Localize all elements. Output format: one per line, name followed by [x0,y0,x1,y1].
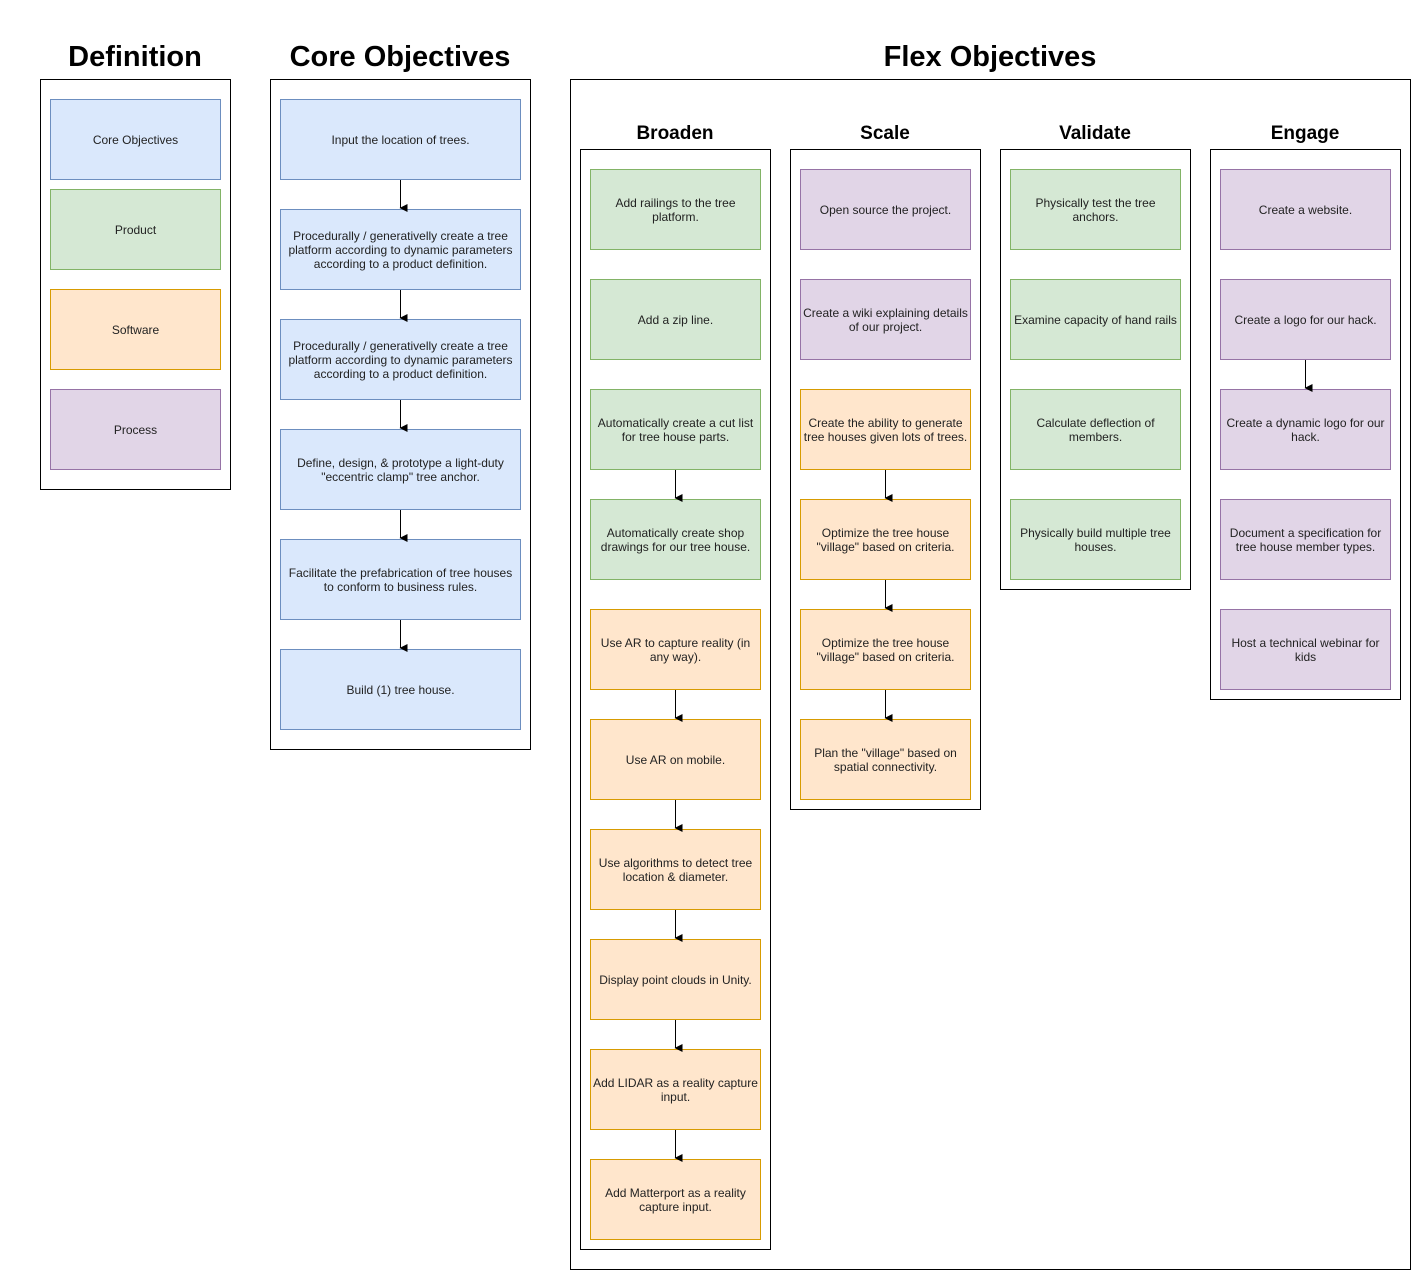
broaden-item: Automatically create a cut list for tree… [590,389,761,470]
validate-item: Examine capacity of hand rails [1010,279,1181,360]
core-objectives-title: Core Objectives [289,41,511,73]
scale-item: Optimize the tree house "village" based … [800,499,971,580]
scale-item: Create a wiki explaining details of our … [800,279,971,360]
definition-title: Definition [68,41,202,73]
engage-item: Create a website. [1220,169,1391,250]
validate-item: Calculate deflection of members. [1010,389,1181,470]
core-step: Build (1) tree house. [280,649,521,730]
validate-item: Physically build multiple tree houses. [1010,499,1181,580]
broaden-item: Use AR on mobile. [590,719,761,800]
scale-item: Create the ability to generate tree hous… [800,389,971,470]
core-objectives-frame [270,79,531,750]
core-step: Procedurally / generativelly create a tr… [280,209,521,290]
engage-frame [1210,149,1401,700]
broaden-frame [580,149,771,1250]
validate-title: Validate [1059,123,1131,144]
broaden-item: Use algorithms to detect tree location &… [590,829,761,910]
broaden-item: Add railings to the tree platform. [590,169,761,250]
engage-item: Document a specification for tree house … [1220,499,1391,580]
broaden-item: Automatically create shop drawings for o… [590,499,761,580]
engage-item: Create a dynamic logo for our hack. [1220,389,1391,470]
core-step: Define, design, & prototype a light-duty… [280,429,521,510]
scale-item: Open source the project. [800,169,971,250]
core-step: Input the location of trees. [280,99,521,180]
scale-item: Plan the "village" based on spatial conn… [800,719,971,800]
scale-title: Scale [860,123,910,144]
broaden-item: Add a zip line. [590,279,761,360]
flex-objectives-title: Flex Objectives [883,41,1097,73]
validate-item: Physically test the tree anchors. [1010,169,1181,250]
legend-software: Software [50,289,221,370]
engage-item: Host a technical webinar for kids [1220,609,1391,690]
scale-frame [790,149,981,810]
broaden-item: Add Matterport as a reality capture inpu… [590,1159,761,1240]
scale-item: Optimize the tree house "village" based … [800,609,971,690]
core-step: Procedurally / generativelly create a tr… [280,319,521,400]
broaden-item: Display point clouds in Unity. [590,939,761,1020]
legend-product: Product [50,189,221,270]
legend-core-objectives: Core Objectives [50,99,221,180]
engage-item: Create a logo for our hack. [1220,279,1391,360]
broaden-title: Broaden [636,123,714,144]
engage-title: Engage [1270,123,1340,144]
broaden-item: Add LIDAR as a reality capture input. [590,1049,761,1130]
core-step: Facilitate the prefabrication of tree ho… [280,539,521,620]
broaden-item: Use AR to capture reality (in any way). [590,609,761,690]
definition-frame [40,79,231,490]
validate-frame [1000,149,1191,590]
legend-process: Process [50,389,221,470]
